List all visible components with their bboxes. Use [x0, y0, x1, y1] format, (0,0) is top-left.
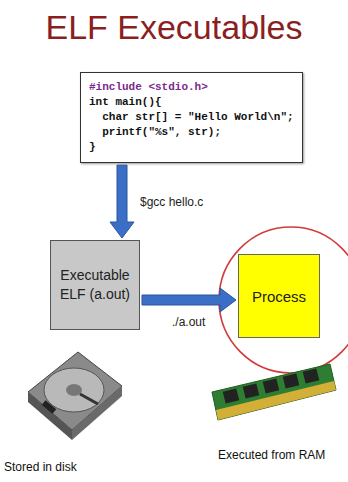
caption-label: Stored in disk	[4, 460, 77, 474]
text-holder: Executable ELF (a.out)	[57, 266, 133, 304]
hard-disk	[28, 352, 122, 440]
executable-box: Executable ELF (a.out)	[50, 240, 140, 330]
diagram-title: ELF Executables	[0, 8, 348, 47]
code-line: }	[89, 140, 294, 155]
text-holder: Process	[252, 288, 306, 305]
code-line: int main(){	[89, 95, 294, 110]
code-line: printf("%s", str);	[89, 125, 294, 140]
node-label: Process	[252, 288, 306, 305]
highlight-circle	[219, 227, 348, 373]
command-label: ./a.out	[170, 315, 207, 329]
process-box: Process	[238, 254, 320, 338]
node-label: Executable ELF (a.out)	[57, 266, 133, 304]
command-label: $gcc hello.c	[138, 195, 205, 209]
code-line: char str[] = "Hello World\n";	[89, 110, 294, 125]
code-box: #include <stdio.h>int main(){char str[] …	[80, 72, 303, 163]
ram-stick	[212, 364, 336, 420]
flow-arrow	[142, 288, 236, 312]
caption-label: Executed from RAM	[218, 448, 325, 462]
code-line: #include <stdio.h>	[89, 80, 294, 95]
flow-arrow	[110, 165, 134, 238]
